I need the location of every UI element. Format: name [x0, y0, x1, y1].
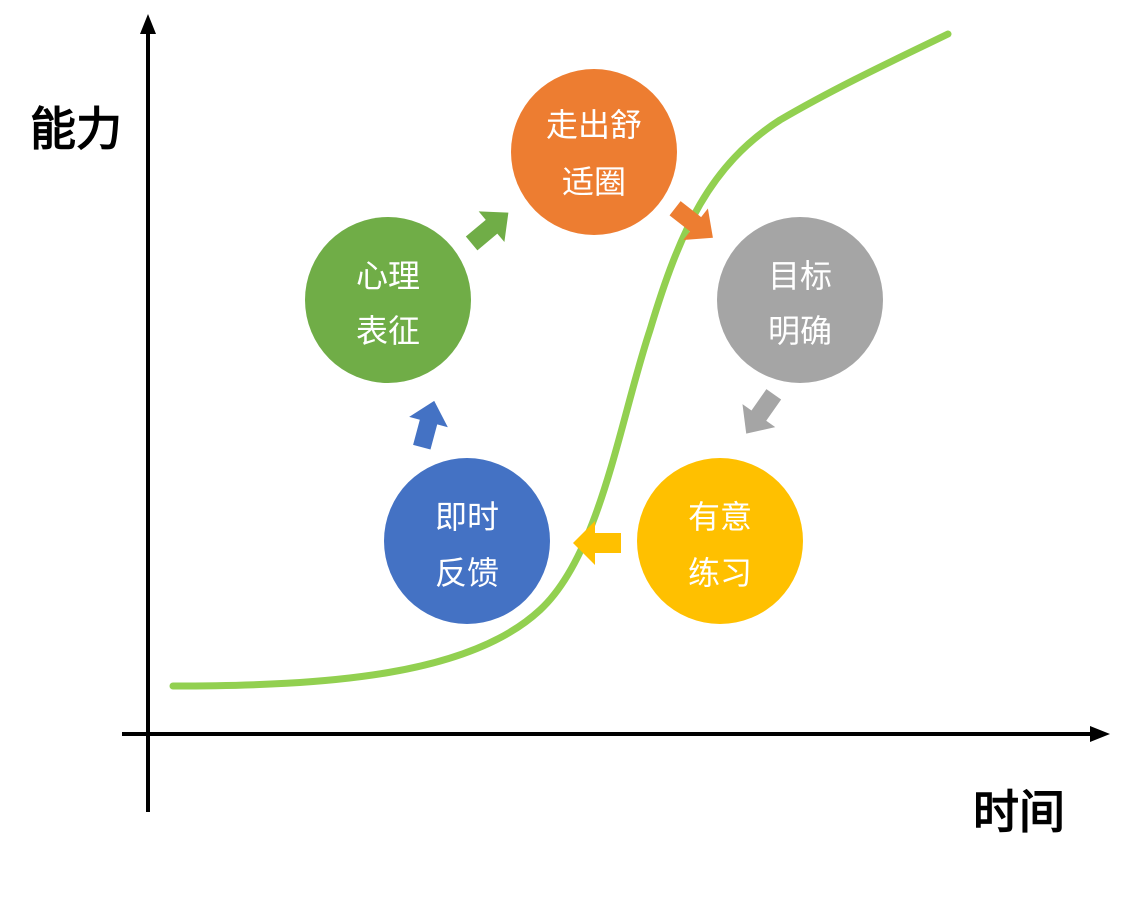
arrow-up-right-shape — [465, 211, 509, 251]
circle-deliberate-practice-line-1: 有意 — [688, 498, 752, 536]
circle-mental-representation-shape — [305, 217, 471, 383]
circle-mental-representation-line-1: 心理 — [356, 257, 420, 295]
arrow-to-clear-goal — [669, 201, 713, 240]
circle-comfort-zone-shape — [511, 69, 677, 235]
x-axis-label: 时间 — [973, 785, 1065, 839]
circle-comfort-zone: 走出舒 适圈 — [511, 69, 677, 235]
circle-clear-goal-line-2: 明确 — [768, 312, 832, 350]
circle-instant-feedback-shape — [384, 458, 550, 624]
circle-clear-goal: 目标 明确 — [717, 217, 883, 383]
arrow-to-deliberate-practice — [742, 389, 782, 434]
circle-deliberate-practice-shape — [637, 458, 803, 624]
circle-instant-feedback-line-1: 即时 — [435, 498, 499, 536]
circle-instant-feedback-line-2: 反馈 — [435, 554, 499, 592]
circle-deliberate-practice: 有意 练习 — [637, 458, 803, 624]
circle-mental-representation: 心理 表征 — [305, 217, 471, 383]
circle-instant-feedback: 即时 反馈 — [384, 458, 550, 624]
y-axis-label: 能力 — [30, 102, 122, 156]
circle-mental-representation-line-2: 表征 — [356, 312, 420, 350]
circle-comfort-zone-line-2: 适圈 — [562, 163, 626, 201]
arrow-to-mental-representation — [409, 400, 448, 450]
x-axis-arrowhead — [1090, 726, 1110, 742]
growth-curve — [169, 30, 952, 690]
arrow-left-shape — [573, 521, 621, 565]
circle-clear-goal-line-1: 目标 — [768, 257, 832, 295]
circle-clear-goal-shape — [717, 217, 883, 383]
arrow-up-shape — [409, 400, 448, 450]
circle-comfort-zone-line-1: 走出舒 — [546, 106, 642, 144]
arrow-down-right-shape — [669, 201, 713, 240]
arrow-down-left-shape — [742, 389, 782, 434]
arrow-to-instant-feedback — [573, 521, 621, 565]
arrow-to-comfort-zone — [465, 211, 509, 251]
y-axis-arrowhead — [140, 14, 156, 34]
circle-deliberate-practice-line-2: 练习 — [688, 554, 752, 592]
